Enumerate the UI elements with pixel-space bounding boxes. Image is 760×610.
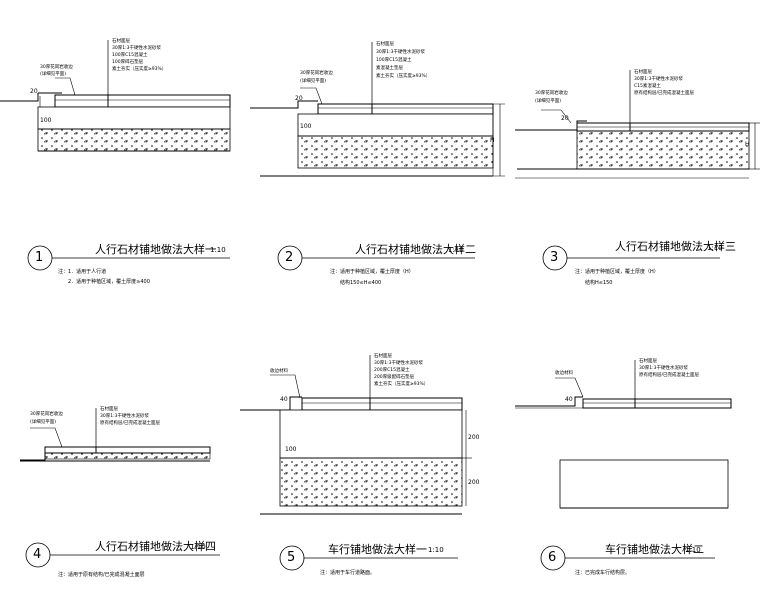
detail-1-title: 人行石材铺地做法大样一 <box>95 243 216 256</box>
detail-6-number: 6 <box>548 550 557 565</box>
detail-3-drawing <box>515 70 760 271</box>
detail-6-layer-2: 原有结构层/已完成混凝土面层 <box>639 373 700 378</box>
detail-3-title: 人行石材铺地做法大样三 <box>615 240 736 253</box>
detail-6: 收边材料 40 石材面层 30厚1:3干硬性水泥砂浆 原有结构层/已完成混凝土面… <box>505 300 760 610</box>
detail-5-dim-top: 40 <box>280 396 288 403</box>
detail-1-dim-mid: 100 <box>40 117 52 124</box>
detail-3: 30厚花岗岩收边 (详细见平面) 20 H 石材面层 30厚1:3干硬性水泥砂浆… <box>505 0 760 300</box>
detail-6-dim-top: 40 <box>565 396 573 403</box>
detail-1-layer-1: 30厚1:3干硬性水泥砂浆 <box>112 46 161 51</box>
detail-2-layer-3: 素混凝土垫层 <box>376 66 403 71</box>
detail-2-dim-h: H <box>490 137 495 144</box>
detail-5-layer-2: 200厚C15混凝土 <box>374 368 410 373</box>
detail-2: 30厚花岗岩收边 (详细见平面) 20 100 H 石材面层 30厚1:3干硬性… <box>250 0 505 300</box>
detail-1-callout: 30厚花岗岩收边 <box>40 65 73 70</box>
detail-5-layer-3: 200厚级配碎石垫层 <box>374 375 415 380</box>
detail-3-layer-3: 原有结构层/已完成混凝土面层 <box>634 91 695 96</box>
detail-6-layer-1: 30厚1:3干硬性水泥砂浆 <box>639 366 688 371</box>
detail-1-layer-3: 100厚碎石垫层 <box>112 60 144 65</box>
detail-5-title: 车行铺地做法大样一 <box>328 543 427 556</box>
detail-3-dim-top: 20 <box>561 115 569 122</box>
detail-1: 30厚花岗岩收边 (详细见平面) 20 100 石材面层 30厚1:3干硬性水泥… <box>0 0 250 300</box>
detail-2-callout: 30厚花岗岩收边 <box>300 71 333 76</box>
detail-1-note-0: 注：1．适用于人行道 <box>58 269 107 275</box>
detail-3-callout: 30厚花岗岩收边 <box>535 91 568 96</box>
detail-1-dim-top: 20 <box>30 88 38 95</box>
detail-1-layer-0: 石材面层 <box>112 39 130 44</box>
detail-3-callout-sub: (详细见平面) <box>535 99 562 104</box>
detail-2-layer-4: 素土夯实（压实度≥93%） <box>376 74 431 79</box>
detail-5: 收边材料 40 100 200 200 石材面层 30厚1:3干硬性水泥砂浆 2… <box>240 300 505 610</box>
detail-4-layer-0: 石材面层 <box>100 407 118 412</box>
detail-5-note-0: 注：适用于车行道路面。 <box>320 570 376 576</box>
detail-2-layer-0: 石材面层 <box>376 42 394 47</box>
detail-2-callout-sub: (详细见平面) <box>300 79 327 84</box>
detail-1-number: 1 <box>35 250 44 265</box>
detail-1-callout-sub: (详细见平面) <box>40 72 67 77</box>
detail-5-dim-h1: 200 <box>468 434 480 441</box>
detail-6-note-0: 注：已完成车行结构层。 <box>575 570 631 576</box>
detail-2-title: 人行石材铺地做法大样二 <box>355 243 476 256</box>
detail-5-drawing <box>240 355 472 571</box>
detail-5-layer-0: 石材面层 <box>374 354 392 359</box>
detail-2-note-0: 注：适用于种植区域，覆土厚度（H） <box>330 269 414 275</box>
detail-3-note-1: 结构H≤150 <box>585 280 613 286</box>
detail-1-layer-4: 素土夯实（压实度≥93%） <box>112 67 167 72</box>
detail-6-callout: 收边材料 <box>555 371 573 376</box>
detail-4-note-0: 注：适用于原有结构/已完成混凝土面层 <box>58 572 145 578</box>
detail-6-layer-0: 石材面层 <box>639 359 657 364</box>
detail-1-scale: 1:10 <box>210 246 226 254</box>
detail-4-number: 4 <box>33 547 42 562</box>
detail-2-drawing <box>250 42 505 271</box>
detail-6-title: 车行铺地做法大样二 <box>605 543 704 556</box>
detail-3-layer-1: 30厚1:3干硬性水泥砂浆 <box>634 77 683 82</box>
detail-5-layer-1: 30厚1:3干硬性水泥砂浆 <box>374 361 423 366</box>
detail-4: 30厚花岗岩收边 (详细见平面) 石材面层 30厚1:3干硬性水泥砂浆 原有结构… <box>0 300 250 610</box>
detail-4-layer-2: 原有结构层/已完成混凝土面层 <box>100 421 161 426</box>
detail-5-dim-h2: 200 <box>468 479 480 486</box>
detail-2-dim-top: 20 <box>295 95 303 102</box>
detail-2-scale: 1:10 <box>448 246 464 254</box>
detail-4-title: 人行石材铺地做法大样四 <box>95 540 216 553</box>
detail-3-layer-2: C15素混凝土 <box>634 84 661 89</box>
detail-4-layer-1: 30厚1:3干硬性水泥砂浆 <box>100 414 149 419</box>
detail-5-callout: 收边材料 <box>270 369 288 374</box>
detail-1-note-1: 2．适用于种植区域，覆土厚度≥400 <box>68 279 150 285</box>
detail-2-number: 2 <box>285 250 294 265</box>
detail-5-scale: 1:10 <box>428 546 444 554</box>
detail-3-dim-h: H <box>745 141 750 148</box>
detail-4-callout-sub: (详细见平面) <box>30 420 57 425</box>
detail-5-number: 5 <box>287 550 296 565</box>
detail-4-callout: 30厚花岗岩收边 <box>30 412 63 417</box>
detail-1-drawing <box>0 40 231 271</box>
detail-4-scale: 1:10 <box>190 543 206 551</box>
detail-5-dim-mid: 100 <box>285 446 297 453</box>
detail-5-layer-4: 素土夯实（压实度≥93%） <box>374 382 429 387</box>
detail-4-drawing <box>20 408 220 568</box>
detail-3-scale: 1:10 <box>707 244 723 252</box>
detail-3-layer-0: 石材面层 <box>634 70 652 75</box>
detail-3-number: 3 <box>550 250 559 265</box>
detail-2-layer-2: 100厚C15混凝土 <box>376 58 412 63</box>
detail-2-note-1: 结构150≤H≤400 <box>340 280 382 286</box>
detail-2-layer-1: 30厚1:3干硬性水泥砂浆 <box>376 50 425 55</box>
detail-1-layer-2: 100厚C15混凝土 <box>112 53 148 58</box>
detail-3-note-0: 注：适用于种植区域，覆土厚度（H） <box>575 269 659 275</box>
detail-2-dim-mid: 100 <box>300 123 312 130</box>
detail-6-scale: 1:10 <box>685 546 701 554</box>
detail-6-drawing <box>515 360 732 571</box>
